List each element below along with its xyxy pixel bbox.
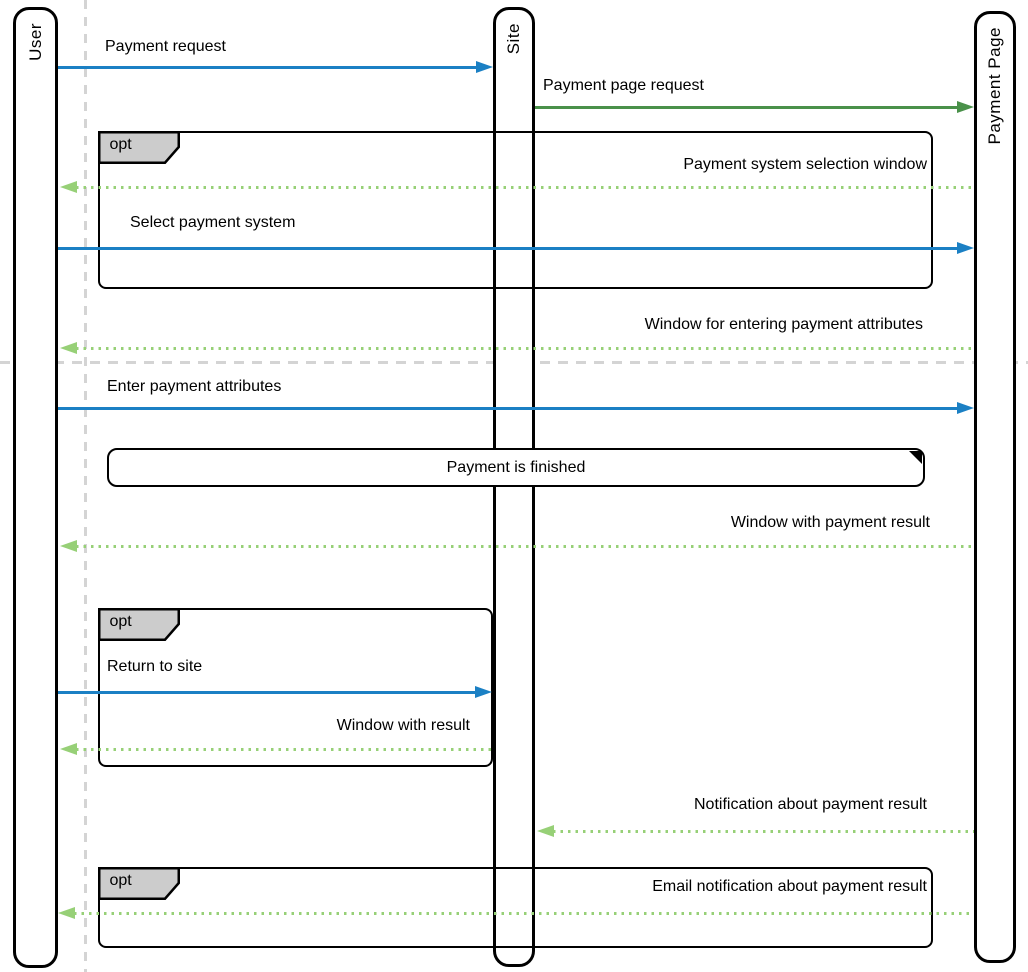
arrowhead-right-icon <box>957 101 974 113</box>
message-line <box>58 691 476 694</box>
message-line <box>58 66 481 69</box>
lifeline-site: Site <box>493 7 535 967</box>
message-label: Select payment system <box>130 214 296 231</box>
message-line <box>553 830 974 833</box>
message-line <box>76 186 974 189</box>
message-label: Return to site <box>107 658 203 675</box>
lifeline-user-label: User <box>25 23 45 61</box>
message-label: Payment page request <box>543 77 704 94</box>
message-label: Notification about payment result <box>693 796 927 813</box>
fragment-tab-shape <box>97 866 180 900</box>
fragment-tab-shape <box>97 130 180 164</box>
message-label: Payment system selection window <box>683 156 927 173</box>
message-line <box>535 106 958 109</box>
message-label: Window for entering payment attributes <box>644 316 923 333</box>
arrowhead-right-icon <box>957 242 974 254</box>
arrowhead-right-icon <box>475 686 492 698</box>
note-payment-finished: Payment is finished <box>107 448 925 487</box>
note-fold-icon <box>909 451 922 464</box>
message-label: Window with payment result <box>730 514 930 531</box>
opt-fragment-2: opt <box>97 607 493 767</box>
opt-fragment-3: opt <box>97 866 933 948</box>
lifeline-payment-page-label: Payment Page <box>985 27 1004 145</box>
fragment-tab-shape <box>97 607 180 641</box>
message-label: Enter payment attributes <box>107 378 282 395</box>
message-line <box>76 347 974 350</box>
message-label: Payment request <box>105 38 226 55</box>
note-payment-finished-label: Payment is finished <box>446 458 586 476</box>
opt-fragment-3-label: opt <box>109 871 132 889</box>
lifeline-user: User <box>13 7 58 968</box>
arrowhead-left-icon <box>60 181 77 193</box>
opt-fragment-1: opt <box>97 130 933 289</box>
arrowhead-left-icon <box>58 907 75 919</box>
page-guide-vertical <box>84 0 87 972</box>
arrowhead-left-icon <box>60 342 77 354</box>
message-line <box>74 912 974 915</box>
arrowhead-left-icon <box>60 540 77 552</box>
opt-fragment-2-tab: opt <box>97 607 180 641</box>
arrowhead-right-icon <box>957 402 974 414</box>
message-line <box>76 545 974 548</box>
message-line <box>58 407 957 410</box>
arrowhead-left-icon <box>537 825 554 837</box>
opt-fragment-1-label: opt <box>109 135 132 153</box>
opt-fragment-2-label: opt <box>109 612 132 630</box>
arrowhead-right-icon <box>476 61 493 73</box>
opt-fragment-1-tab: opt <box>97 130 180 164</box>
message-label: Email notification about payment result <box>652 878 927 895</box>
message-line <box>58 247 957 250</box>
message-label: Window with result <box>336 717 470 734</box>
lifeline-payment-page: Payment Page <box>974 11 1016 963</box>
opt-fragment-3-tab: opt <box>97 866 180 900</box>
arrowhead-left-icon <box>60 743 77 755</box>
message-line <box>76 748 493 751</box>
lifeline-site-label: Site <box>504 23 523 55</box>
